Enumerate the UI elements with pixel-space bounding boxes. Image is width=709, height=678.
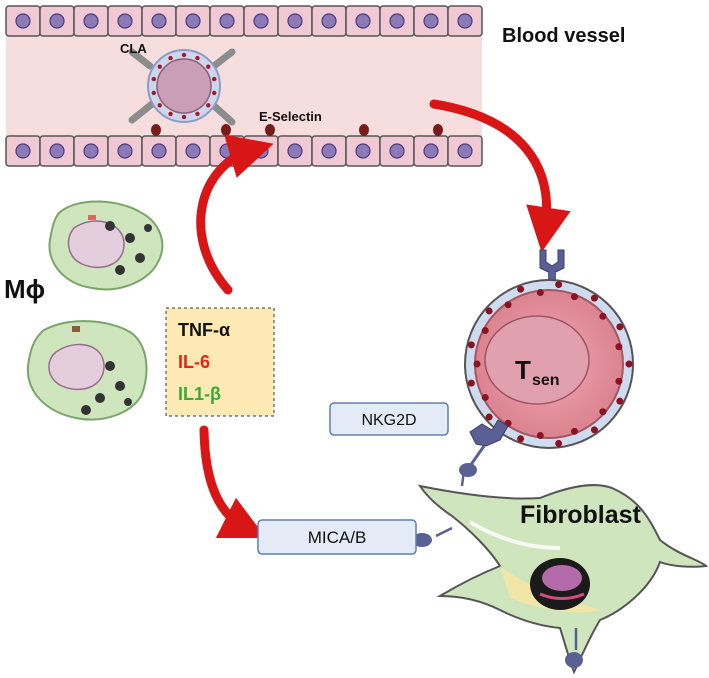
endothelial-cell bbox=[107, 135, 143, 167]
cla-molecule bbox=[536, 289, 544, 297]
fibroblast bbox=[412, 469, 709, 675]
circulating-t-cell bbox=[128, 48, 236, 126]
cla-molecule bbox=[625, 360, 633, 368]
nkg2d-receptor bbox=[459, 419, 509, 477]
endothelial-cell bbox=[5, 135, 41, 167]
arrow-cytokine-to-vessel bbox=[196, 134, 274, 295]
cla-molecule bbox=[571, 427, 579, 435]
cytokine-il6: IL-6 bbox=[178, 352, 210, 372]
t-sen-label-main: T bbox=[515, 355, 531, 385]
cla-molecule bbox=[571, 293, 579, 301]
cla-molecule bbox=[504, 301, 512, 309]
cytokine-tnf: TNF-α bbox=[178, 320, 230, 340]
t-sen-label-sub: sen bbox=[532, 372, 560, 389]
cla-molecule bbox=[590, 426, 598, 434]
endothelial-cell bbox=[73, 5, 109, 37]
endothelial-cell bbox=[175, 135, 211, 167]
endothelial-cell bbox=[73, 135, 109, 167]
blood-vessel-label: Blood vessel bbox=[502, 25, 625, 47]
endothelial-cell bbox=[107, 5, 143, 37]
mica-b-box bbox=[257, 519, 417, 555]
cla-molecule bbox=[485, 413, 493, 421]
endothelial-cell bbox=[141, 135, 177, 167]
cla-molecule bbox=[599, 312, 607, 320]
cla-molecule bbox=[467, 341, 475, 349]
cla-molecule bbox=[590, 294, 598, 302]
endothelial-cell bbox=[243, 5, 279, 37]
endothelial-cell bbox=[447, 135, 483, 167]
arrow-cytokine-to-mica bbox=[199, 425, 267, 539]
cla-molecule bbox=[555, 281, 563, 289]
cla-molecule bbox=[485, 307, 493, 315]
e-selectin-dot bbox=[433, 124, 443, 136]
nkg2d-label: NKG2D bbox=[361, 412, 416, 429]
mica-b-label: MICA/B bbox=[308, 528, 367, 547]
cla-molecule bbox=[615, 343, 623, 351]
cla-molecule bbox=[555, 439, 563, 447]
cla-molecule bbox=[599, 408, 607, 416]
cla-molecule bbox=[481, 327, 489, 335]
fibroblast-label: Fibroblast bbox=[520, 501, 642, 529]
endothelial-cell bbox=[39, 5, 75, 37]
macrophage-top bbox=[48, 200, 164, 291]
e-selectin-dot bbox=[359, 124, 369, 136]
cla-molecule bbox=[517, 435, 525, 443]
nkg2d-box bbox=[329, 402, 449, 436]
endothelial-cell bbox=[277, 135, 313, 167]
e-selectin-label: E-Selectin bbox=[259, 109, 322, 124]
endothelial-cell bbox=[413, 5, 449, 37]
endothelial-cell bbox=[345, 5, 381, 37]
e-selectin-dot bbox=[265, 124, 275, 136]
cytokine-il1b: IL1-β bbox=[178, 384, 221, 404]
arrows bbox=[196, 99, 571, 539]
endothelial-cell bbox=[5, 5, 41, 37]
t-sen-cell: T sen bbox=[464, 249, 634, 449]
cla-molecule bbox=[467, 379, 475, 387]
endothelial-cell bbox=[379, 135, 415, 167]
cytokine-box: TNF-α IL-6 IL1-β bbox=[165, 307, 275, 417]
cla-molecule bbox=[517, 285, 525, 293]
endothelial-cell bbox=[379, 5, 415, 37]
cla-molecule bbox=[536, 431, 544, 439]
endothelial-cell bbox=[277, 5, 313, 37]
endothelial-cell bbox=[175, 5, 211, 37]
endothelial-cell bbox=[141, 5, 177, 37]
cla-molecule bbox=[616, 397, 624, 405]
macrophage-label: Mϕ bbox=[4, 274, 45, 304]
e-selectin-dot bbox=[221, 124, 231, 136]
e-selectin-dot bbox=[151, 124, 161, 136]
cla-molecule bbox=[616, 323, 624, 331]
endothelial-cell bbox=[311, 135, 347, 167]
endothelial-cell bbox=[447, 5, 483, 37]
endothelial-layer-top bbox=[5, 5, 483, 37]
endothelial-cell bbox=[209, 5, 245, 37]
endothelial-cell bbox=[39, 135, 75, 167]
macrophage-bottom bbox=[26, 320, 148, 421]
cla-label: CLA bbox=[120, 41, 147, 56]
cla-molecule bbox=[615, 377, 623, 385]
e-selectin-molecules bbox=[151, 124, 443, 136]
endothelial-cell bbox=[311, 5, 347, 37]
blood-vessel bbox=[5, 5, 483, 167]
cla-molecule bbox=[481, 393, 489, 401]
arrow-vessel-to-tissue bbox=[429, 99, 571, 253]
endothelial-cell bbox=[345, 135, 381, 167]
cla-molecule bbox=[473, 360, 481, 368]
endothelial-cell bbox=[413, 135, 449, 167]
